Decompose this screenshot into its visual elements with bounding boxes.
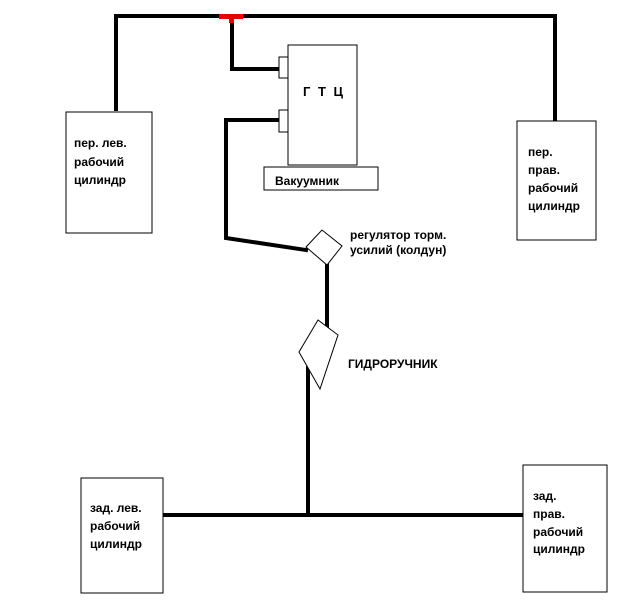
vacuum-booster-box (263, 166, 379, 191)
rear-left-cylinder-box (80, 477, 164, 594)
front-right-cylinder-line-4: цилиндр (528, 199, 580, 213)
master-cylinder: Г Т Ц (278, 44, 358, 166)
front-left-cylinder-line-3: цилиндр (74, 173, 126, 187)
front-left-cylinder: пер. лев. рабочий цилиндр (65, 111, 153, 234)
rear-right-cylinder-line-2: прав. (533, 507, 565, 521)
tee-connector-stem (229, 14, 234, 23)
brake-force-regulator-shape (305, 229, 343, 266)
front-brake-line (114, 14, 557, 122)
gtc-upper-line (230, 14, 281, 71)
master-cylinder-box (287, 44, 358, 166)
rear-left-cylinder-line-3: цилиндр (90, 537, 142, 551)
front-right-cylinder-line-2: прав. (528, 163, 560, 177)
rear-right-cylinder: зад. прав. рабочий цилиндр (522, 464, 608, 593)
front-right-cylinder-line-1: пер. (528, 145, 553, 159)
master-cylinder-label: Г Т Ц (303, 84, 345, 99)
vacuum-booster-label: Вакуумник (275, 174, 340, 188)
front-left-cylinder-box (65, 111, 153, 234)
front-right-cylinder-box (516, 120, 597, 241)
gtc-lower-line (224, 118, 309, 253)
front-left-cylinder-line-1: пер. лев. (74, 136, 127, 150)
master-cylinder-port-lower (278, 109, 289, 133)
vacuum-booster: Вакуумник (263, 166, 379, 191)
brake-force-regulator: регулятор торм. усилий (колдун) (305, 228, 446, 266)
front-left-cylinder-line-2: рабочий (74, 155, 124, 169)
rear-right-cylinder-box (522, 464, 608, 593)
master-cylinder-port-upper (278, 56, 289, 79)
front-right-cylinder-line-3: рабочий (528, 181, 578, 195)
rear-right-cylinder-line-3: рабочий (533, 525, 583, 539)
rear-right-cylinder-line-1: зад. (533, 489, 556, 503)
rear-left-cylinder-line-1: зад. лев. (90, 501, 142, 515)
hydraulic-handbrake-shape (298, 319, 339, 391)
brake-force-regulator-label-2: усилий (колдун) (350, 243, 446, 257)
brake-lines (114, 14, 557, 517)
rear-right-cylinder-line-4: цилиндр (533, 542, 585, 556)
front-right-cylinder: пер. прав. рабочий цилиндр (516, 120, 597, 241)
rear-left-cylinder-line-2: рабочий (90, 519, 140, 533)
rear-left-cylinder: зад. лев. рабочий цилиндр (80, 477, 164, 594)
hydraulic-handbrake: ГИДРОРУЧНИК (298, 319, 438, 391)
brake-force-regulator-label-1: регулятор торм. (350, 228, 446, 242)
hydraulic-handbrake-label: ГИДРОРУЧНИК (348, 357, 438, 371)
tee-connector (219, 14, 243, 23)
